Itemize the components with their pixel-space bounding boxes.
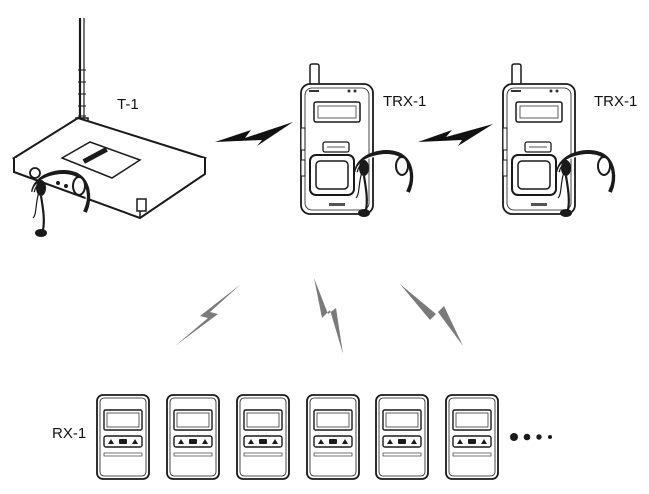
lightning-bolt-icon [175,284,241,346]
receiver-rx1 [306,394,360,480]
receiver-rx1 [96,394,150,480]
transceiver-label-1: TRX-1 [383,93,427,110]
receiver-label: RX-1 [52,425,87,442]
receiver-rx1 [166,394,220,480]
transceiver-trx1-b [502,63,616,219]
ellipsis-icon [510,433,552,441]
lightning-bolt-icon [215,122,293,146]
receiver-rx1 [445,394,499,480]
transceiver-label-2: TRX-1 [594,93,638,110]
receiver-rx1 [375,394,429,480]
lightning-bolt-icon [418,124,493,146]
lightning-bolt-icon [314,278,343,354]
lightning-bolt-icon [400,284,463,346]
transmitter-label: T-1 [117,96,139,113]
transmitter-t1 [11,18,208,239]
receiver-rx1 [236,394,290,480]
transceiver-trx1-a [300,63,414,219]
